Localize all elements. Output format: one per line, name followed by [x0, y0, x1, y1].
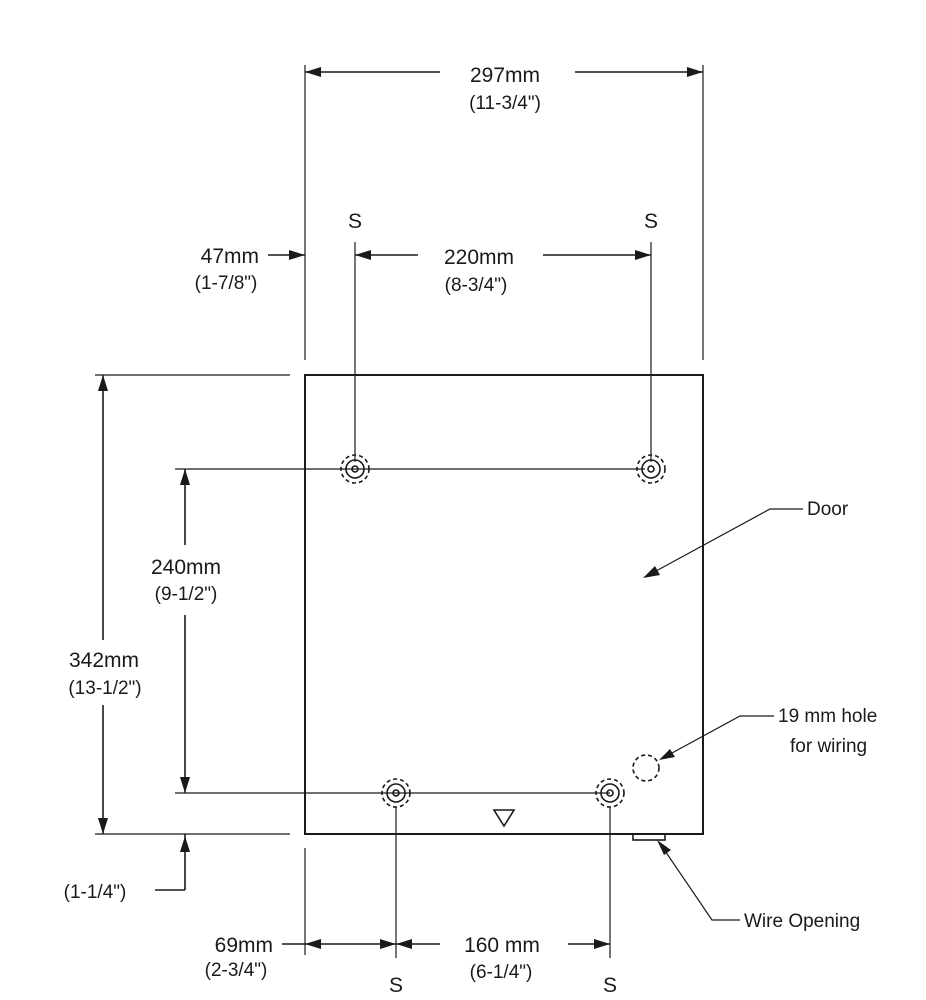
door-label: Door: [807, 499, 849, 520]
top-offset-dimension: 47mm (1-7/8"): [195, 245, 305, 294]
overall-width-dimension: 297mm (11-3/4"): [304, 64, 704, 360]
wiring-hole-callout: 19 mm hole for wiring: [659, 706, 877, 760]
top-spacing-mm: 220mm: [444, 246, 514, 269]
vertical-spacing-dimension: 240mm (9-1/2"): [151, 468, 645, 794]
top-spacing-dimension: 220mm (8-3/4"): [355, 246, 651, 296]
overall-height-dimension: 342mm (13-1/2"): [68, 374, 290, 835]
mounting-hole-top-right: [636, 454, 666, 484]
bottom-left-offset-dimension: 69mm (2-3/4"): [205, 934, 396, 981]
screw-label-bottom-left: S: [389, 974, 403, 997]
bottom-left-offset-inch: (2-3/4"): [205, 960, 268, 981]
screw-label-top-left: S: [348, 210, 362, 233]
door-callout: Door: [643, 499, 849, 578]
bottom-left-offset-mm: 69mm: [215, 934, 273, 957]
mounting-hole-top-left: [340, 454, 370, 484]
bottom-spacing-mm: 160 mm: [464, 934, 540, 957]
vertical-spacing-mm: 240mm: [151, 556, 221, 579]
overall-width-inch: (11-3/4"): [469, 93, 541, 114]
top-spacing-inch: (8-3/4"): [445, 275, 508, 296]
bottom-offset-inch: (1-1/4"): [64, 882, 127, 903]
wiring-hole-label-line2: for wiring: [790, 736, 867, 757]
screw-label-top-right: S: [644, 210, 658, 233]
wire-opening: [632, 833, 666, 841]
overall-height-mm: 342mm: [69, 649, 139, 672]
wiring-hole-label-line1: 19 mm hole: [778, 706, 877, 727]
top-offset-inch: (1-7/8"): [195, 273, 258, 294]
bottom-spacing-inch: (6-1/4"): [470, 962, 533, 983]
bottom-offset-dimension: (1-1/4"): [64, 834, 190, 903]
overall-width-mm: 297mm: [470, 64, 540, 87]
door-orientation-triangle-icon: [492, 809, 516, 828]
overall-height-inch: (13-1/2"): [68, 678, 141, 699]
screw-label-bottom-right: S: [603, 974, 617, 997]
cabinet-outline: [304, 374, 704, 835]
vertical-spacing-inch: (9-1/2"): [155, 584, 218, 605]
wire-opening-label: Wire Opening: [744, 911, 860, 932]
top-offset-mm: 47mm: [201, 245, 259, 268]
bottom-spacing-dimension: 160 mm (6-1/4"): [396, 934, 610, 983]
wire-opening-callout: Wire Opening: [657, 840, 860, 932]
wiring-hole: [632, 754, 660, 782]
